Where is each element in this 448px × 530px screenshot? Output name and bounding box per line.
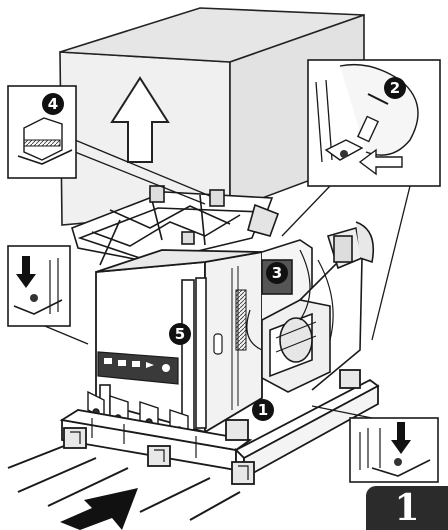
internal-frame <box>246 221 375 393</box>
leader-lines <box>39 139 411 421</box>
callout-2: 2 <box>384 77 406 99</box>
svg-text:5: 5 <box>175 325 185 343</box>
push-arrow-icon <box>60 488 138 530</box>
callout-4: 4 <box>42 93 64 115</box>
step-number-tab: 1 <box>366 486 448 530</box>
inset-bracket-detail <box>7 85 77 179</box>
step-number: 1 <box>394 487 420 529</box>
svg-text:4: 4 <box>48 95 58 113</box>
inset-screw-detail <box>307 59 441 187</box>
up-arrow-icon <box>110 76 170 163</box>
down-arrow-icon <box>16 256 36 288</box>
svg-text:1: 1 <box>258 401 268 419</box>
corner-post <box>99 277 207 431</box>
appliance-body <box>95 249 263 434</box>
packing-top-frame <box>71 185 280 266</box>
inset-left-screw-detail <box>7 245 71 327</box>
svg-text:3: 3 <box>272 264 282 282</box>
svg-text:2: 2 <box>390 79 400 97</box>
inset-right-screw-detail <box>349 417 439 483</box>
wooden-pallet <box>59 369 380 485</box>
callout-1: 1 <box>252 399 274 421</box>
screwdriver-icon <box>340 115 380 158</box>
callout-5: 5 <box>169 323 191 345</box>
down-arrow-icon <box>391 422 411 454</box>
floor-direction-lines <box>7 445 241 521</box>
callout-3: 3 <box>266 262 288 284</box>
